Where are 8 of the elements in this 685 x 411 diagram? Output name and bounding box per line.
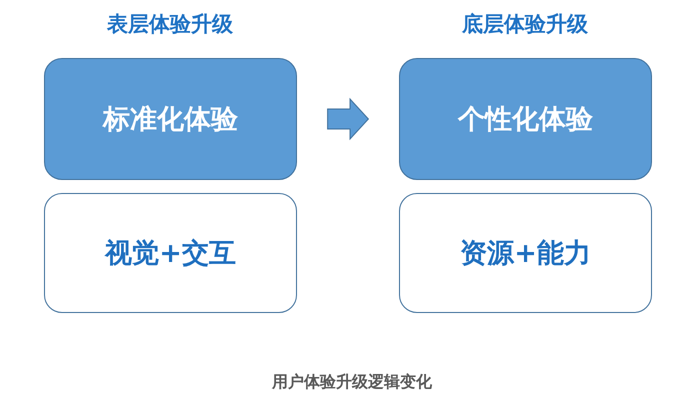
rounded-box: 标准化体验 [44,58,297,180]
rounded-box: 资源+能力 [399,193,652,313]
column-heading: 底层体验升级 [462,11,588,38]
caption: 用户体验升级逻辑变化 [272,372,432,393]
column-heading: 表层体验升级 [107,11,233,38]
rounded-box: 个性化体验 [399,58,652,180]
block-arrow [327,98,370,140]
rounded-box: 视觉+交互 [44,193,297,313]
